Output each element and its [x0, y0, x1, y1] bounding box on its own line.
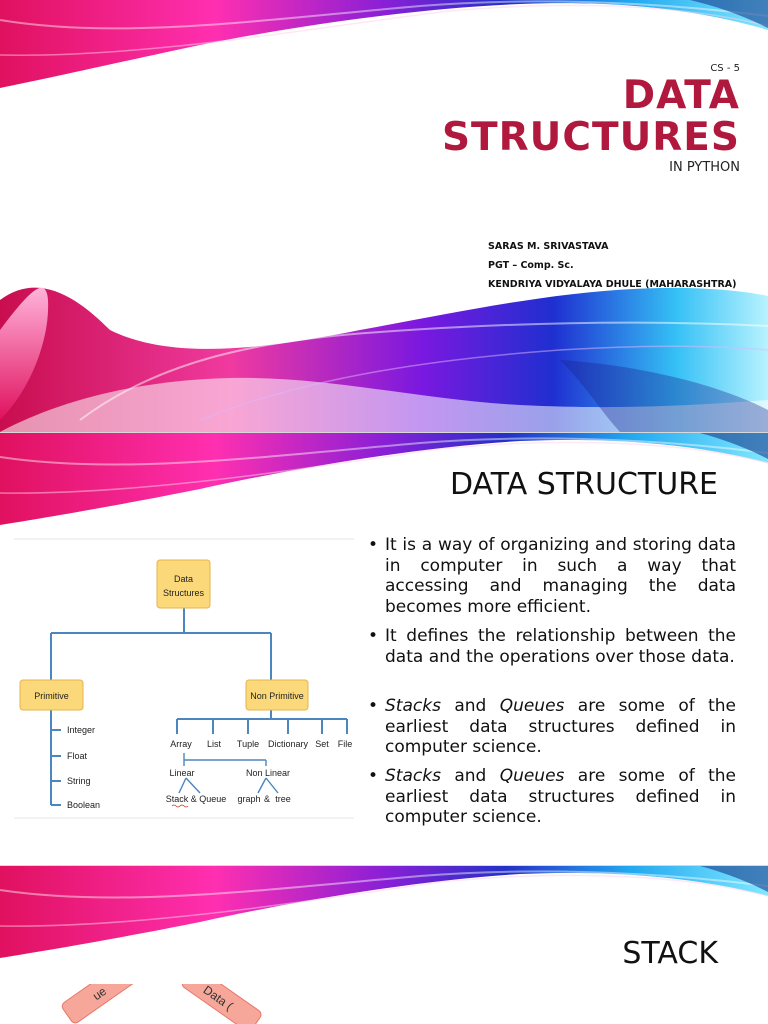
- title-line-2: STRUCTURES: [441, 115, 740, 160]
- non-linear-item-tree: tree: [275, 794, 291, 804]
- leaf-connector: [178, 777, 279, 794]
- bullet-item: • It is a way of organizing and storing …: [368, 535, 736, 617]
- slide-title: STACK: [622, 936, 718, 971]
- bullet-emphasis: Stacks: [385, 696, 441, 716]
- slide-title: DATA STRUCTURE: [449, 467, 718, 502]
- title-slide: CS - 5 DATA STRUCTURES IN PYTHON SARAS M…: [0, 0, 768, 432]
- item-file: File: [338, 739, 353, 749]
- linear-split-connector: [183, 753, 267, 766]
- data-structure-slide: DATA STRUCTURE Data Structures Primitive…: [0, 433, 768, 865]
- subtitle: IN PYTHON: [669, 160, 740, 175]
- bullet-connector-text: and: [440, 766, 500, 786]
- item-float: Float: [67, 751, 88, 761]
- non-linear-item-and: &: [264, 794, 270, 804]
- item-boolean: Boolean: [67, 800, 100, 810]
- data-structure-diagram: Data Structures Primitive Non Primitive …: [14, 538, 354, 820]
- bullet-emphasis: Stacks: [385, 766, 441, 786]
- ribbon-decoration: [0, 0, 768, 432]
- bullet-emphasis: Queues: [499, 766, 565, 786]
- bullet-text: It defines the relationship between the …: [385, 626, 736, 667]
- root-connector: [50, 608, 272, 680]
- bullet-connector-text: and: [440, 696, 500, 716]
- author-name: SARAS M. SRIVASTAVA: [488, 241, 609, 252]
- bullet-item: • Stacks and Queues are some of the earl…: [368, 696, 736, 758]
- non-primitive-node: [245, 679, 309, 711]
- primitive-connector: [50, 710, 61, 806]
- bullet-item: • Stacks and Queues are some of the earl…: [368, 766, 736, 828]
- non-linear-item-graph: graph: [237, 794, 260, 804]
- stack-slide: STACK ue Data (: [0, 866, 768, 1024]
- bullet-dot-icon: •: [368, 626, 379, 646]
- item-list: List: [207, 739, 222, 749]
- ribbon-decoration: [0, 866, 768, 958]
- root-node: [156, 559, 211, 609]
- non-linear-label: Non Linear: [246, 768, 290, 778]
- item-tuple: Tuple: [237, 739, 259, 749]
- course-code: CS - 5: [710, 63, 740, 74]
- item-array: Array: [170, 739, 192, 749]
- non-primitive-connector: [176, 710, 348, 734]
- author-role: PGT – Comp. Sc.: [488, 260, 574, 271]
- bullet-text: Stacks and Queues are some of the earlie…: [385, 696, 736, 758]
- ribbon-decoration: [0, 433, 768, 525]
- slide-separator: [0, 865, 768, 866]
- item-set: Set: [315, 739, 329, 749]
- bullet-dot-icon: •: [368, 766, 379, 786]
- author-school: KENDRIYA VIDYALAYA DHULE (MAHARASHTRA): [488, 279, 737, 290]
- title-line-1: DATA: [622, 73, 740, 118]
- stack-illustration: ue Data (: [61, 984, 262, 1024]
- bullet-rest-text: are some of the earliest data structures…: [385, 766, 736, 827]
- bullet-text: Stacks and Queues are some of the earlie…: [385, 766, 736, 828]
- linear-label: Linear: [169, 768, 194, 778]
- bullet-dot-icon: •: [368, 696, 379, 716]
- item-integer: Integer: [67, 725, 95, 735]
- root-node-line2: Structures: [163, 588, 205, 598]
- bullet-emphasis: Queues: [499, 696, 565, 716]
- item-string: String: [67, 776, 91, 786]
- item-dictionary: Dictionary: [268, 739, 309, 749]
- tag-2: Data (: [181, 984, 262, 1024]
- non-primitive-label: Non Primitive: [250, 691, 304, 701]
- bullet-dot-icon: •: [368, 535, 379, 555]
- bullet-text: It is a way of organizing and storing da…: [385, 535, 736, 617]
- root-node-line1: Data: [174, 574, 193, 584]
- bullet-item: • It defines the relationship between th…: [368, 626, 736, 667]
- linear-items: Stack & Queue: [166, 794, 227, 804]
- primitive-label: Primitive: [34, 691, 69, 701]
- tag-1: ue: [61, 984, 139, 1024]
- slide-separator: [0, 432, 768, 433]
- spellcheck-underline: [171, 804, 189, 808]
- bullet-rest-text: are some of the earliest data structures…: [385, 696, 736, 757]
- primitive-node: [19, 679, 84, 711]
